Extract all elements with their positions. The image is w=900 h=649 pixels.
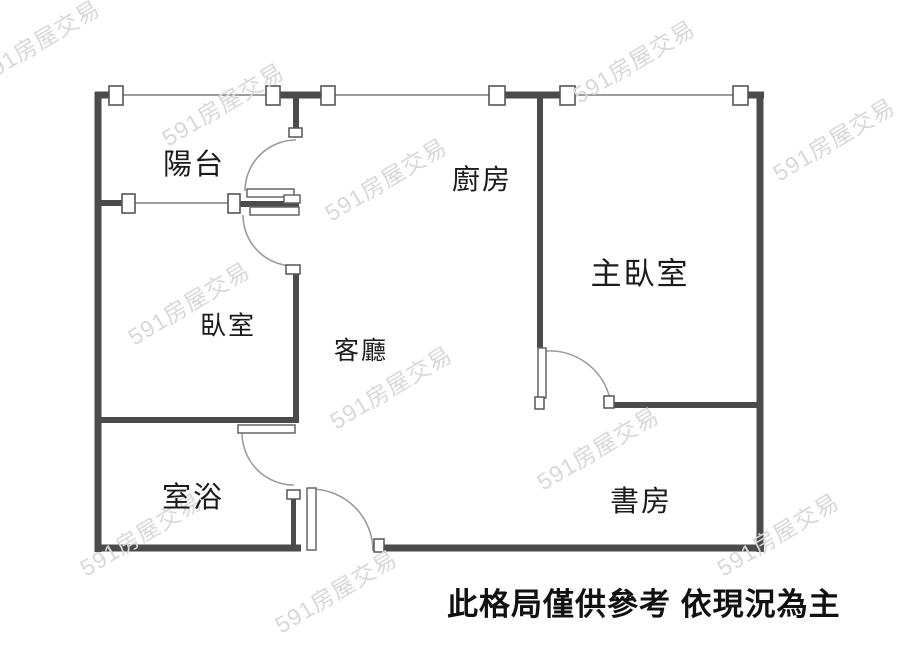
- door-leaf-bathroom: [237, 424, 296, 434]
- door-leaf-master: [537, 347, 547, 399]
- window-marker: [488, 85, 506, 106]
- window-marker: [227, 193, 241, 214]
- room-label-master-bedroom: 主臥室: [590, 256, 690, 292]
- door-arc-master: [545, 350, 611, 400]
- door-leaf-entrance: [306, 487, 317, 551]
- door-jamb: [285, 264, 301, 275]
- room-label-kitchen: 廚房: [451, 164, 513, 195]
- window-marker: [320, 85, 336, 106]
- room-label-study: 書房: [609, 486, 673, 518]
- room-label-bedroom: 臥室: [199, 310, 257, 341]
- window-marker: [121, 193, 136, 214]
- window-marker: [732, 85, 749, 106]
- door-jamb: [603, 395, 615, 409]
- door-arc-entrance: [310, 488, 374, 552]
- door-arc-bathroom: [241, 432, 295, 486]
- room-label-balcony: 陽台: [162, 149, 226, 181]
- window-marker: [265, 85, 281, 106]
- door-jamb: [534, 396, 545, 410]
- disclaimer-text: 此格局僅供參考 依現況為主: [447, 587, 841, 622]
- door-arc-bedroom: [242, 214, 295, 267]
- room-label-living-room: 客廳: [333, 337, 389, 365]
- door-jamb: [373, 538, 385, 553]
- window-marker: [559, 85, 576, 106]
- sliding-door-leaf-lower: [249, 206, 300, 216]
- window-marker: [108, 85, 124, 106]
- room-label-bathroom: 室浴: [161, 482, 225, 514]
- sliding-door-track: [240, 201, 299, 207]
- door-arc-balcony: [244, 139, 297, 192]
- sliding-door-leaf-upper: [246, 188, 295, 198]
- sliding-door-leaf-small: [283, 194, 301, 204]
- door-jamb: [286, 489, 301, 500]
- door-jamb: [288, 127, 303, 138]
